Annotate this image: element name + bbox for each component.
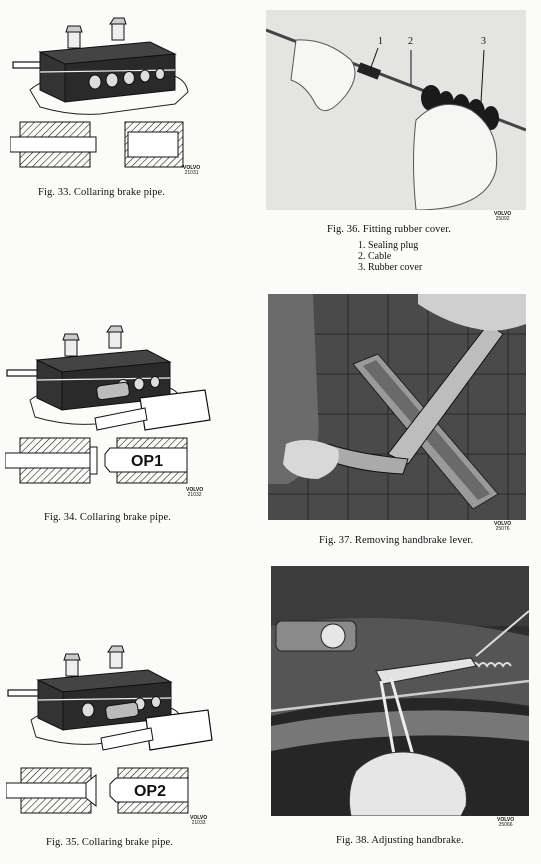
fig36-callout-3: 3 — [481, 36, 486, 47]
stamp-brand: VOLVO — [494, 521, 512, 527]
legend-item: 1. Sealing plug — [358, 240, 419, 251]
fig33-caption: Fig. 33. Collaring brake pipe. — [38, 187, 165, 198]
fig35-caption: Fig. 35. Collaring brake pipe. — [46, 837, 173, 848]
fig38-volvo-stamp: VOLVO 25066 — [497, 818, 514, 828]
stamp-brand: VOLVO — [497, 817, 515, 823]
fig35-tool-illustration: OP2 — [6, 645, 213, 814]
stamp-code: 25092 — [495, 216, 510, 222]
stamp-brand: VOLVO — [183, 165, 201, 171]
stamp-code: 21031 — [184, 170, 199, 176]
fig34-tool-illustration: OP1 — [5, 325, 211, 484]
legend-item: 3. Rubber cover — [358, 262, 423, 273]
fig36-callout-2: 2 — [408, 36, 413, 47]
fig33-volvo-stamp: VOLVO 21031 — [183, 166, 200, 176]
stamp-code: 21033 — [191, 820, 206, 826]
stamp-brand: VOLVO — [494, 211, 512, 217]
fig34-volvo-stamp: VOLVO 21032 — [186, 488, 203, 498]
fig35-die-label: OP2 — [134, 783, 166, 800]
stamp-brand: VOLVO — [186, 487, 204, 493]
fig37-photo — [268, 294, 526, 520]
fig34-caption: Fig. 34. Collaring brake pipe. — [44, 512, 171, 523]
fig35-volvo-stamp: VOLVO 21033 — [190, 816, 207, 826]
fig34-die-label: OP1 — [131, 453, 163, 470]
fig37-volvo-stamp: VOLVO 25076 — [494, 522, 511, 532]
stamp-code: 21032 — [187, 492, 202, 498]
legend-item: 2. Cable — [358, 251, 392, 262]
fig36-legend: 1. Sealing plug 2. Cable 3. Rubber cover — [358, 240, 422, 273]
fig37-caption: Fig. 37. Removing handbrake lever. — [319, 535, 474, 546]
stamp-code: 25076 — [495, 526, 510, 532]
fig36-caption: Fig. 36. Fitting rubber cover. — [327, 224, 452, 235]
fig38-caption: Fig. 38. Adjusting handbrake. — [336, 835, 464, 846]
fig38-photo — [271, 566, 529, 816]
stamp-brand: VOLVO — [190, 815, 208, 821]
stamp-code: 25066 — [498, 822, 513, 828]
fig36-volvo-stamp: VOLVO 25092 — [494, 212, 511, 222]
fig33-tool-illustration — [10, 17, 189, 168]
fig36-photo: 1 2 3 — [266, 10, 526, 210]
fig36-callout-1: 1 — [378, 36, 383, 47]
